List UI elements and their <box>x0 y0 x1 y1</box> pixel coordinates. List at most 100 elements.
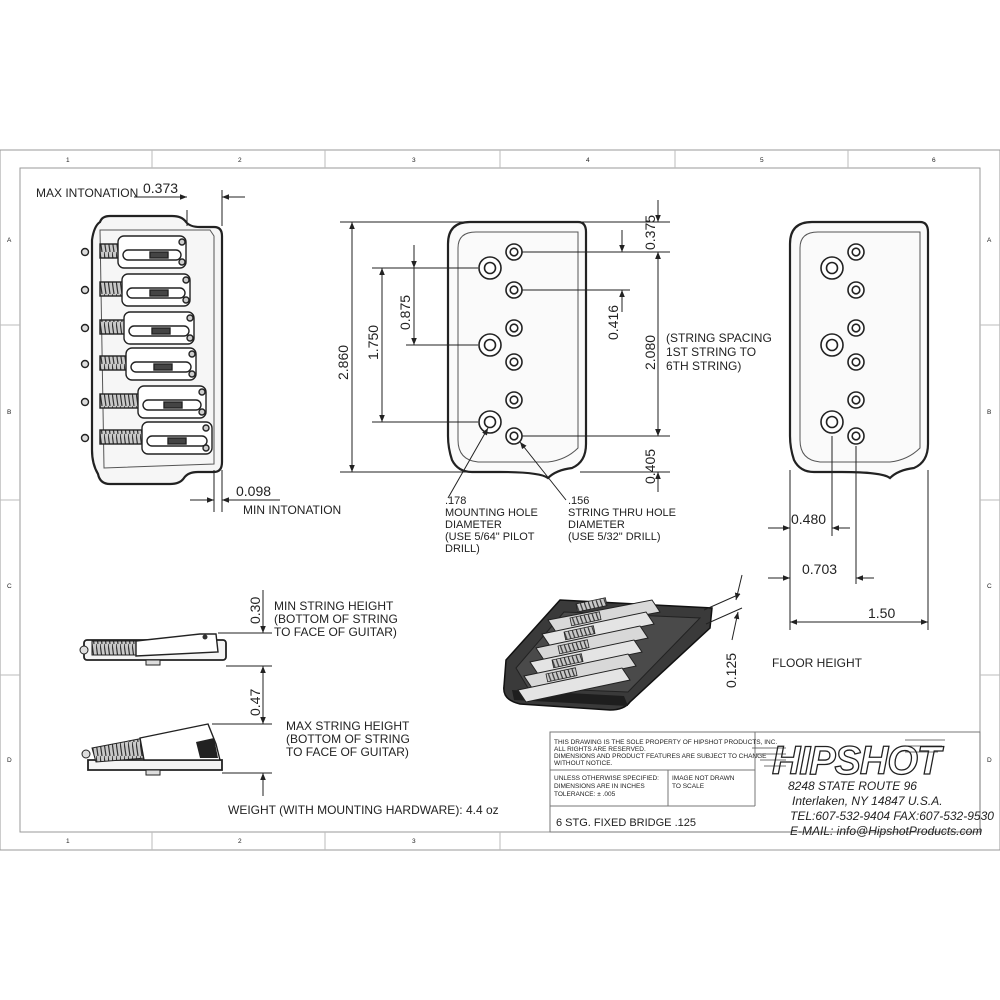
col-number: 4 <box>586 157 590 164</box>
mounting-hole-inner <box>483 338 497 352</box>
dim-hole-pitch: 0.875 <box>397 295 413 330</box>
company-address: 8248 STATE ROUTE 96 Interlaken, NY 14847… <box>788 779 994 838</box>
dim-string-spacing: 2.080 <box>642 335 658 370</box>
svg-text:DIAMETER: DIAMETER <box>568 519 625 531</box>
max-height-dimension <box>212 690 272 796</box>
svg-text:MAX STRING HEIGHT: MAX STRING HEIGHT <box>286 719 410 733</box>
tolerance-note: UNLESS OTHERWISE SPECIFIED: DIMENSIONS A… <box>554 775 659 798</box>
bridge-top-view <box>80 214 224 486</box>
bottom-view-dimensions <box>340 200 670 501</box>
svg-text:MOUNTING HOLE: MOUNTING HOLE <box>445 507 538 519</box>
floor-height-value: 0.125 <box>723 653 739 688</box>
svg-text:DIAMETER: DIAMETER <box>445 519 502 531</box>
right-view-dimensions <box>768 436 929 630</box>
dim-overall-length: 2.860 <box>335 345 351 380</box>
svg-text:Interlaken, NY 14847 U.S.A.: Interlaken, NY 14847 U.S.A. <box>792 794 943 808</box>
svg-text:MIN STRING HEIGHT: MIN STRING HEIGHT <box>274 599 394 613</box>
svg-text:(BOTTOM OF STRING: (BOTTOM OF STRING <box>274 612 398 626</box>
min-intonation-label: MIN INTONATION <box>243 503 341 517</box>
svg-text:THIS DRAWING IS THE SOLE PROPE: THIS DRAWING IS THE SOLE PROPERTY OF HIP… <box>554 739 777 746</box>
col-number: 5 <box>760 157 764 164</box>
col-number: 3 <box>412 838 416 845</box>
col-number: 1 <box>66 157 70 164</box>
side-view-min-height <box>79 633 227 666</box>
property-notice: THIS DRAWING IS THE SOLE PROPERTY OF HIP… <box>554 739 777 767</box>
saddle-row <box>80 385 207 419</box>
svg-text:.178: .178 <box>445 495 466 507</box>
string-thru-note: .156 STRING THRU HOLE DIAMETER (USE 5/32… <box>568 495 676 543</box>
svg-text:(USE 5/64" PILOT: (USE 5/64" PILOT <box>445 531 535 543</box>
row-letter: C <box>987 583 992 590</box>
bridge-right-view <box>788 220 930 480</box>
side-view-max-height <box>81 723 223 776</box>
svg-text:.156: .156 <box>568 495 589 507</box>
weight-note: WEIGHT (WITH MOUNTING HARDWARE): 4.4 oz <box>228 803 499 817</box>
frame-column-numbers: 1 2 3 4 5 6 1 2 3 <box>66 157 936 845</box>
mounting-hole-note: .178 MOUNTING HOLE DIAMETER (USE 5/64" P… <box>445 495 538 555</box>
floor-height-label: FLOOR HEIGHT <box>772 656 863 670</box>
title-block <box>549 731 981 833</box>
svg-text:UNLESS OTHERWISE SPECIFIED:: UNLESS OTHERWISE SPECIFIED: <box>554 775 659 782</box>
row-letter: D <box>7 757 12 764</box>
max-intonation-label: MAX INTONATION <box>36 186 138 200</box>
hipshot-logo-text: HIPSHOT <box>772 739 944 783</box>
dim-0480: 0.480 <box>791 511 826 527</box>
min-height-note: MIN STRING HEIGHT (BOTTOM OF STRING TO F… <box>274 599 398 639</box>
min-intonation-dimension <box>190 470 280 512</box>
floor-height-dimension <box>703 574 743 641</box>
row-letter: C <box>7 583 12 590</box>
hipshot-logo: HIPSHOT <box>752 738 946 784</box>
col-number: 2 <box>238 838 242 845</box>
svg-text:(BOTTOM OF STRING: (BOTTOM OF STRING <box>286 732 410 746</box>
row-letter: A <box>7 237 12 244</box>
dim-top-offset: 0.375 <box>642 215 658 250</box>
max-height-note: MAX STRING HEIGHT (BOTTOM OF STRING TO F… <box>286 719 410 759</box>
row-letter: B <box>7 409 11 416</box>
bridge-bottom-view <box>446 220 588 480</box>
frame-row-letters: A B C D A B C D <box>7 237 992 764</box>
saddle-row <box>80 311 195 345</box>
svg-text:6TH STRING): 6TH STRING) <box>666 359 741 373</box>
svg-text:(USE 5/32" DRILL): (USE 5/32" DRILL) <box>568 531 661 543</box>
svg-text:TEL:607-532-9404 FAX:607-532-9: TEL:607-532-9404 FAX:607-532-9530 <box>790 809 994 823</box>
part-name: 6 STG. FIXED BRIDGE .125 <box>556 817 696 829</box>
svg-text:DRILL): DRILL) <box>445 543 480 555</box>
scale-note: IMAGE NOT DRAWN TO SCALE <box>672 775 735 790</box>
svg-text:IMAGE NOT DRAWN: IMAGE NOT DRAWN <box>672 775 735 782</box>
svg-text:8248 STATE ROUTE 96: 8248 STATE ROUTE 96 <box>788 779 917 793</box>
saddle-row <box>80 421 213 455</box>
svg-text:DIMENSIONS ARE IN INCHES: DIMENSIONS ARE IN INCHES <box>554 783 645 790</box>
string-spacing-note: (STRING SPACING 1ST STRING TO 6TH STRING… <box>666 331 772 373</box>
max-height-value: 0.47 <box>247 689 263 716</box>
svg-text:TOLERANCE: ± .005: TOLERANCE: ± .005 <box>554 791 616 798</box>
svg-text:TO FACE OF GUITAR): TO FACE OF GUITAR) <box>274 625 397 639</box>
min-height-dimension <box>218 590 272 690</box>
svg-text:ALL RIGHTS ARE RESERVED.: ALL RIGHTS ARE RESERVED. <box>554 746 646 753</box>
max-intonation-value: 0.373 <box>143 180 178 196</box>
dim-hole-span: 1.750 <box>365 325 381 360</box>
dim-bottom-offset: 0.405 <box>642 449 658 484</box>
min-height-value: 0.30 <box>247 597 263 624</box>
bridge-isometric-view <box>503 597 713 711</box>
mounting-hole-inner <box>483 261 497 275</box>
saddle-row <box>80 235 187 269</box>
col-number: 3 <box>412 157 416 164</box>
saddle-row <box>80 347 197 381</box>
dim-width: 1.50 <box>868 605 895 621</box>
row-letter: D <box>987 757 992 764</box>
svg-text:E-MAIL: info@HipshotProducts.c: E-MAIL: info@HipshotProducts.com <box>790 824 982 838</box>
mounting-hole-inner <box>483 415 497 429</box>
dim-string-offset: 0.416 <box>605 305 621 340</box>
row-letter: A <box>987 237 992 244</box>
svg-text:1ST STRING TO: 1ST STRING TO <box>666 345 756 359</box>
svg-text:WITHOUT NOTICE.: WITHOUT NOTICE. <box>554 760 613 767</box>
row-letter: B <box>987 409 991 416</box>
saddle-row <box>80 273 191 307</box>
max-intonation-dimension <box>134 190 245 226</box>
svg-text:(STRING SPACING: (STRING SPACING <box>666 331 772 345</box>
svg-text:TO SCALE: TO SCALE <box>672 783 705 790</box>
svg-text:TO FACE OF GUITAR): TO FACE OF GUITAR) <box>286 745 409 759</box>
sheet-frame <box>0 149 1000 851</box>
min-intonation-value: 0.098 <box>236 483 271 499</box>
